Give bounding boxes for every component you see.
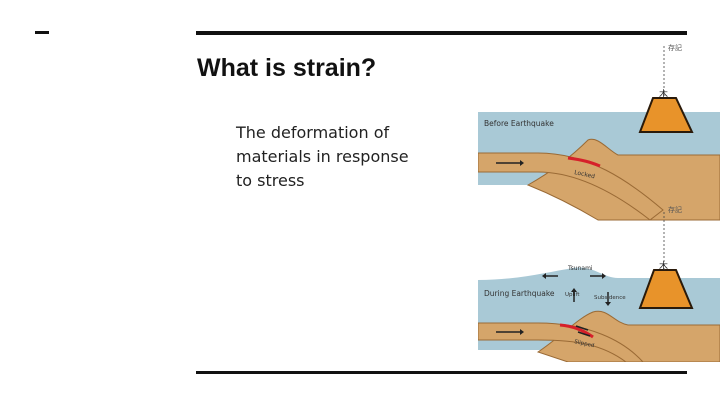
bottom-rule — [196, 371, 687, 374]
subsidence-label: Subsidence — [594, 295, 626, 301]
top-rule — [196, 31, 687, 35]
uplift-label: Uplift — [565, 292, 580, 298]
before-earthquake-panel: 木 存記 Before Earthquake Locked — [478, 43, 720, 220]
slide-body-text: The deformation of materials in response… — [236, 121, 426, 193]
station-antenna-icon: 木 — [659, 88, 668, 100]
volcano-bottom — [640, 270, 692, 308]
slide-corner-dash — [35, 31, 49, 34]
during-earthquake-panel: 木 存記 Tsunami Uplift Subsidence During Ea… — [478, 205, 720, 362]
station-antenna-icon: 木 — [659, 260, 668, 272]
panel-label-during: During Earthquake — [484, 289, 555, 298]
station-label-bottom: 存記 — [668, 205, 682, 214]
slide-title: What is strain? — [197, 54, 376, 83]
tsunami-label: Tsunami — [567, 265, 593, 272]
volcano — [640, 98, 692, 132]
subduction-earthquake-diagram: 木 存記 Before Earthquake Locked 木 存記 — [478, 40, 720, 362]
panel-label-before: Before Earthquake — [484, 119, 554, 128]
station-label-top: 存記 — [668, 43, 682, 52]
